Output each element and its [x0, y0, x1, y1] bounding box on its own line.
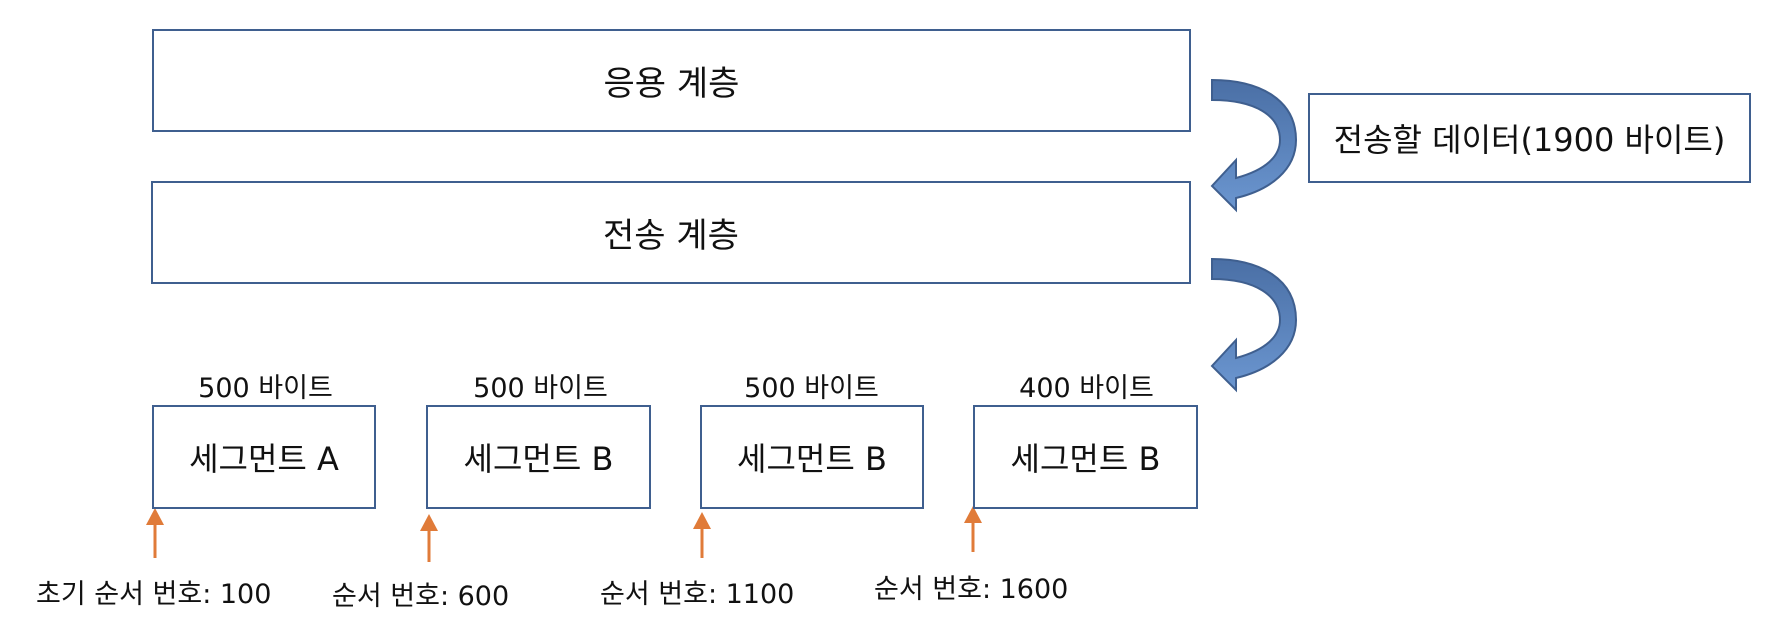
- segment-label: 세그먼트 B: [1010, 440, 1161, 478]
- segment-size-label: 500 바이트: [744, 373, 879, 404]
- segment-box: 세그먼트 B: [700, 405, 924, 509]
- segment-box: 세그먼트 B: [973, 405, 1198, 509]
- pointer-arrow-icon: [964, 506, 982, 552]
- transport-layer-box: 전송 계층: [151, 181, 1191, 284]
- data-to-send-label: 전송할 데이터(1900 바이트): [1333, 121, 1726, 159]
- sequence-number-label: 순서 번호: 1600: [874, 574, 1069, 605]
- pointer-arrow-icon: [146, 508, 164, 558]
- segment-label: 세그먼트 B: [737, 440, 887, 478]
- sequence-number-label: 초기 순서 번호: 100: [36, 579, 272, 610]
- application-layer-box: 응용 계층: [152, 29, 1191, 132]
- transport-layer-label: 전송 계층: [603, 216, 739, 256]
- segment-label: 세그먼트 A: [189, 440, 339, 478]
- sequence-number-label: 순서 번호: 600: [332, 581, 510, 612]
- segment-box: 세그먼트 A: [152, 405, 376, 509]
- data-to-send-box: 전송할 데이터(1900 바이트): [1308, 93, 1751, 183]
- application-layer-label: 응용 계층: [603, 64, 740, 104]
- segment-size-label: 400 바이트: [1019, 373, 1154, 404]
- segment-box: 세그먼트 B: [426, 405, 651, 509]
- pointer-arrow-icon: [693, 512, 711, 558]
- curved-arrow-icon: [1210, 78, 1298, 213]
- curved-arrow-icon: [1210, 257, 1298, 393]
- segment-size-label: 500 바이트: [198, 373, 333, 404]
- segment-size-label: 500 바이트: [473, 373, 608, 404]
- sequence-number-label: 순서 번호: 1100: [600, 579, 795, 610]
- segment-label: 세그먼트 B: [463, 440, 614, 478]
- pointer-arrow-icon: [420, 514, 438, 562]
